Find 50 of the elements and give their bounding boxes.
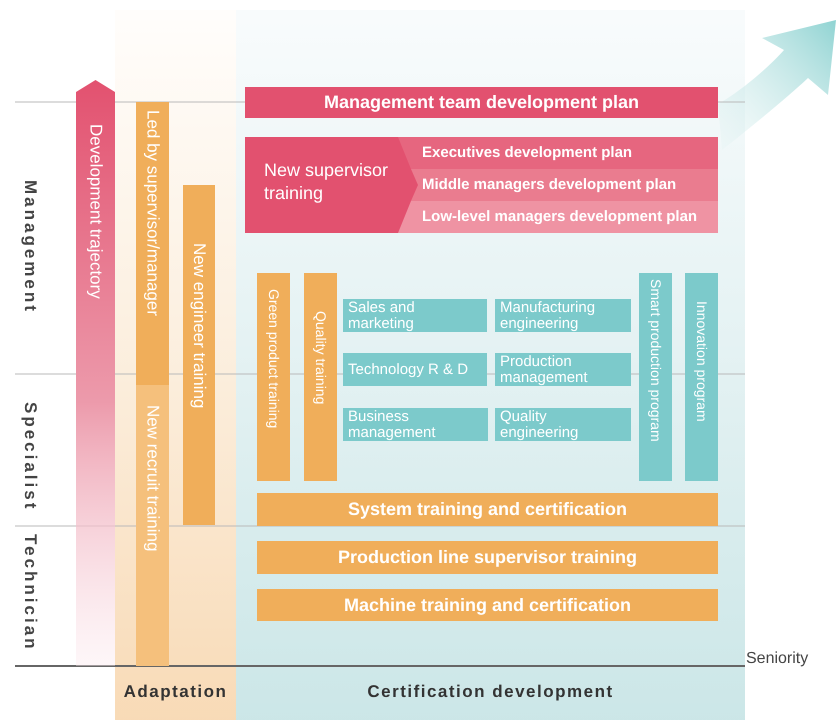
program-bar (136, 102, 169, 385)
stage-label: Certification development (366, 681, 615, 703)
program-bar (304, 273, 337, 481)
stage-label: Adaptation (122, 681, 228, 703)
plan-strip (398, 201, 718, 233)
program-box (495, 353, 631, 386)
program-bar (183, 185, 215, 525)
program-label: Technology R & D (348, 362, 468, 378)
program-label: Machine training and certification (344, 596, 632, 614)
program-bar (639, 273, 672, 481)
program-label: Middle managers development plan (422, 177, 676, 193)
program-bar (136, 385, 169, 666)
program-label: Green product training (266, 289, 281, 428)
program-label: Led by supervisor/manager (144, 110, 162, 316)
program-bar (257, 541, 718, 574)
program-label: Sales and marketing (348, 300, 416, 332)
program-label: Executives development plan (422, 145, 632, 161)
program-box (343, 408, 488, 441)
program-label: Quality training (313, 311, 328, 404)
stage-band (115, 10, 236, 720)
program-box (495, 408, 631, 441)
level-label: Specialist (20, 402, 40, 512)
plan-strip (398, 137, 718, 169)
level-label: Technician (20, 534, 40, 652)
stage-band (236, 10, 745, 720)
program-label: Manufacturing engineering (500, 300, 596, 332)
program-label: Innovation program (694, 301, 709, 422)
program-label: System training and certification (348, 500, 628, 519)
program-bar (257, 589, 718, 621)
axis-label: Seniority (746, 650, 808, 668)
program-label: Smart production program (648, 279, 663, 442)
program-box (495, 299, 631, 332)
program-label: Production management (500, 354, 589, 386)
program-label: New recruit training (144, 405, 162, 552)
program-bar (245, 87, 718, 118)
program-bar (257, 493, 718, 526)
program-box (343, 353, 487, 386)
program-label: Production line supervisor training (338, 548, 638, 567)
program-title: New supervisor training (264, 159, 390, 206)
program-bar (685, 273, 718, 481)
program-label: Quality engineering (500, 408, 580, 440)
program-label: Business management (348, 408, 437, 440)
program-bar (257, 273, 290, 481)
trajectory-label: Development trajectory (86, 124, 104, 299)
program-label: New engineer training (190, 243, 208, 408)
level-label: Management (20, 180, 40, 314)
program-label: Low-level managers development plan (422, 209, 698, 225)
program-label: Management team development plan (324, 93, 640, 112)
program-box (343, 299, 487, 332)
program-panel (245, 137, 718, 233)
